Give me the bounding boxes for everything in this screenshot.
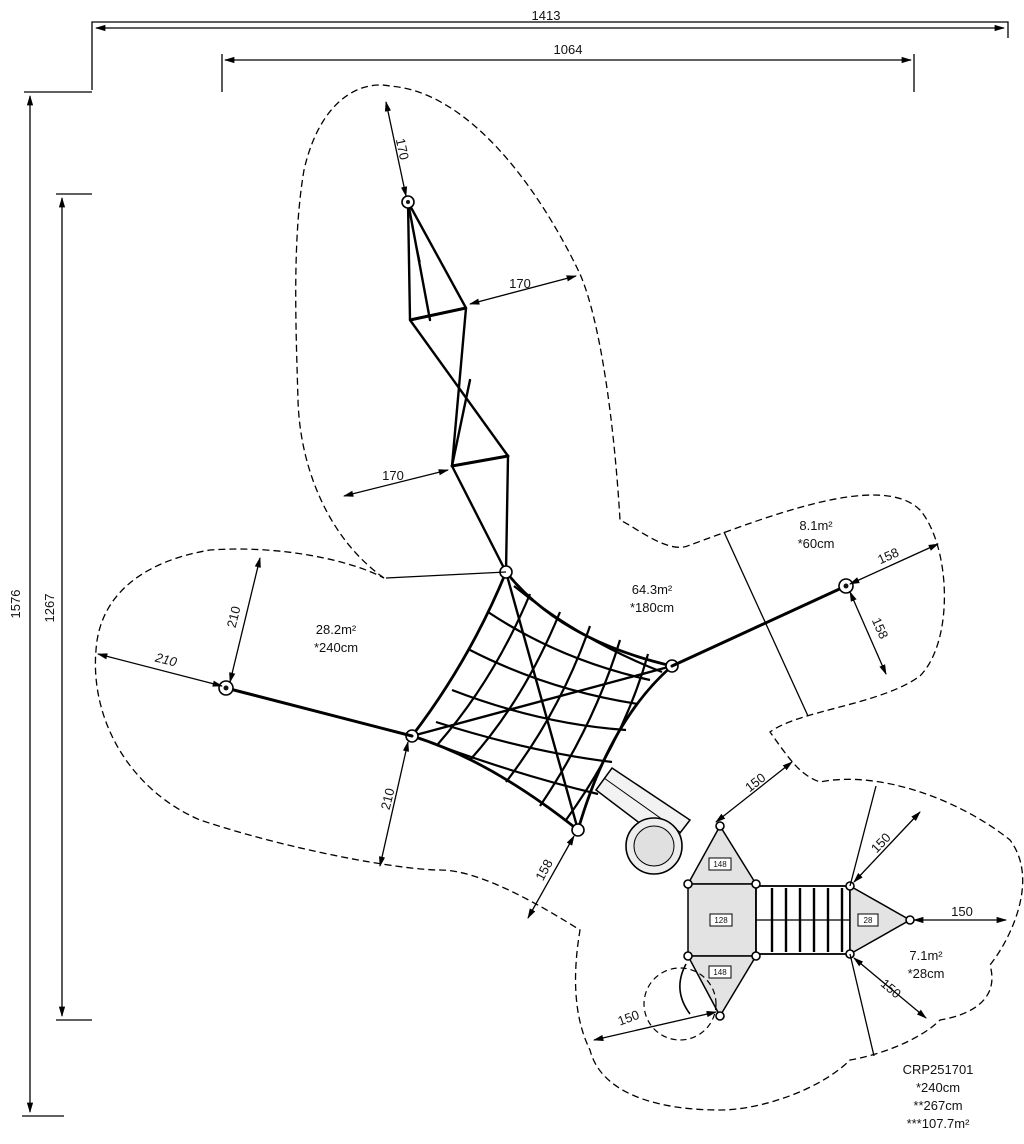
slide [594, 766, 692, 875]
top-triangle-platform [686, 824, 758, 885]
bottom-left-clearance-label: 158 [532, 857, 555, 883]
tower-height-label: *28cm [908, 966, 945, 981]
tower-clearance-4-label: 150 [878, 976, 904, 1001]
inner-width-dimension: 1064 [221, 42, 915, 92]
bottom-triangle-platform [686, 955, 758, 1018]
tower-clearance-1-label: 150 [742, 770, 768, 795]
tower-area-label: 7.1m² [909, 948, 943, 963]
right-clearance-2-label: 158 [869, 615, 892, 641]
right-triangle-platform [849, 884, 912, 956]
left-clearance-2-label: 210 [224, 605, 244, 630]
info-line-1: *240cm [916, 1080, 960, 1095]
top-triangle-label: 148 [713, 860, 727, 869]
tower-clearance-5-label: 150 [616, 1007, 642, 1029]
tower-clearance-3-label: 150 [951, 904, 973, 919]
inner-height-dimension: 1267 [42, 193, 92, 1021]
right-triangle-label: 28 [864, 916, 873, 925]
center-height-label: *180cm [630, 600, 674, 615]
left-clearance-3-label: 210 [378, 787, 398, 812]
overall-width-label: 1413 [532, 8, 561, 23]
right-height-label: *60cm [798, 536, 835, 551]
center-area-label: 64.3m² [632, 582, 673, 597]
inner-width-label: 1064 [554, 42, 583, 57]
top-clearance-2-label: 170 [509, 276, 531, 291]
left-height-label: *240cm [314, 640, 358, 655]
upper-rope-arm [401, 195, 510, 574]
lower-slide-zone [643, 967, 717, 1041]
tower-clearance-2-label: 150 [868, 830, 894, 856]
left-rope-arm: 210 210 210 [96, 556, 507, 868]
info-line-2: **267cm [913, 1098, 962, 1113]
top-clearance-3-label: 170 [382, 468, 404, 483]
overall-height-label: 1576 [8, 590, 23, 619]
middle-square-label: 128 [714, 916, 728, 925]
bottom-net-clearance: 158 [527, 835, 575, 919]
top-clearance-1-label: 170 [393, 137, 412, 161]
left-clearance-1-label: 210 [153, 649, 179, 669]
tower-structure: 148 128 148 28 [643, 821, 915, 1041]
overall-height-dimension: 1576 [8, 91, 92, 1117]
product-code-label: CRP251701 [903, 1062, 974, 1077]
left-area-label: 28.2m² [316, 622, 357, 637]
net-post-bottom [571, 823, 585, 837]
top-clearance-dimensions: 170 170 170 [342, 100, 578, 497]
info-line-3: ***107.7m² [907, 1116, 971, 1131]
right-rope-arm: 158 158 [670, 531, 939, 717]
overall-width-dimension: 1413 [91, 8, 1009, 90]
product-info-block: CRP251701 *240cm **267cm ***107.7m² [903, 1062, 974, 1131]
safety-zone-outline [94, 84, 1024, 1111]
bottom-triangle-label: 148 [713, 968, 727, 977]
right-clearance-1-label: 158 [875, 545, 901, 568]
central-climbing-net [405, 565, 679, 837]
right-area-label: 8.1m² [799, 518, 833, 533]
inner-height-label: 1267 [42, 594, 57, 623]
